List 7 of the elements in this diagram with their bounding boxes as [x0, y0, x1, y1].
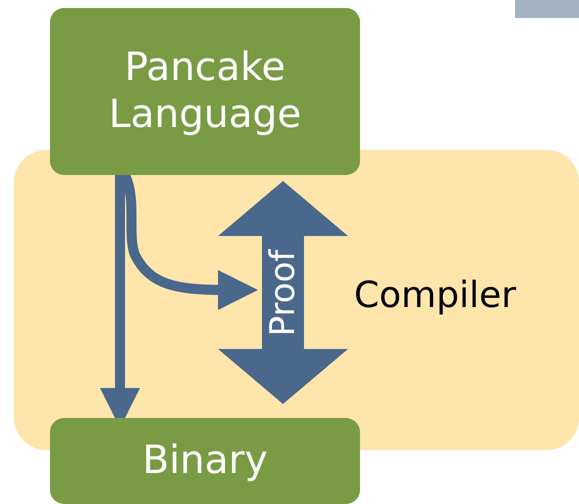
process-box [50, 8, 360, 175]
node-label: Binary [142, 438, 268, 484]
edge-label: Proof [263, 249, 303, 336]
node-label: Pancake Language [108, 44, 302, 138]
double-arrow [218, 181, 348, 404]
process-box [50, 418, 360, 504]
panel-label: Compiler [354, 275, 516, 316]
